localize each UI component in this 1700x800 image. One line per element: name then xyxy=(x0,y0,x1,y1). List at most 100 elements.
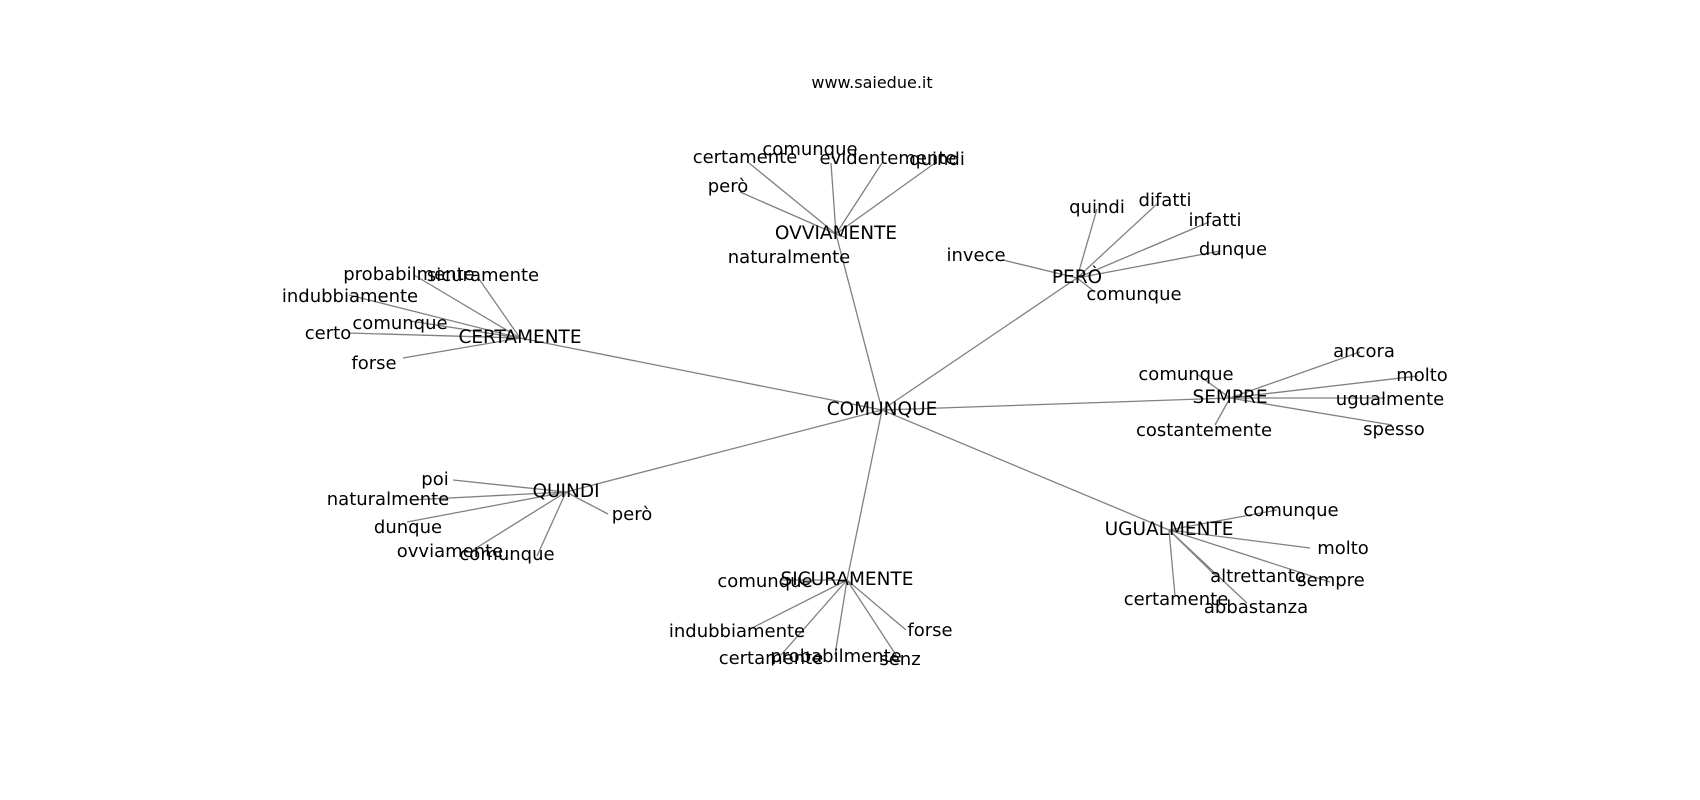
edge-root-hub xyxy=(565,409,883,493)
page-title: www.saiedue.it xyxy=(811,73,932,92)
edge-hub-leaf xyxy=(565,491,609,515)
leaf-node-label: però xyxy=(708,176,749,197)
leaf-node-label: indubbiamente xyxy=(669,621,805,642)
edge-root-hub xyxy=(881,397,1231,411)
leaf-node-label: forse xyxy=(907,620,952,641)
edge-hub-leaf xyxy=(409,320,521,339)
leaf-node-label: molto xyxy=(1396,365,1448,386)
leaf-node-label: sicuramente xyxy=(427,265,539,286)
edge-hub-leaf xyxy=(536,491,567,557)
edge-hub-leaf xyxy=(835,162,883,235)
leaf-node-label: infatti xyxy=(1189,210,1242,231)
edges-layer xyxy=(348,162,1419,656)
edge-hub-leaf xyxy=(1168,529,1311,549)
edge-hub-leaf xyxy=(835,233,848,239)
edge-hub-leaf xyxy=(472,491,567,551)
leaf-node-label: indubbiamente xyxy=(282,286,418,307)
leaf-node-label: ancora xyxy=(1333,341,1395,362)
leaf-node-label: senz xyxy=(879,649,920,670)
hub-node-label: SEMPRE xyxy=(1192,387,1267,408)
leaf-node-label: però xyxy=(612,504,653,525)
leaf-node-label: altrettanto xyxy=(1210,566,1306,587)
leaf-node-label: quindi xyxy=(1069,197,1125,218)
edge-hub-leaf xyxy=(413,274,521,339)
edge-hub-leaf xyxy=(1002,259,1078,279)
edge-hub-leaf xyxy=(739,191,837,235)
edge-hub-leaf xyxy=(1168,509,1278,531)
edge-hub-leaf xyxy=(406,491,567,523)
edge-hub-leaf xyxy=(846,579,907,631)
leaf-node-label: invece xyxy=(946,245,1005,266)
edge-hub-leaf xyxy=(747,579,848,631)
leaf-node-label: dunque xyxy=(374,517,442,538)
leaf-node-label: comunque xyxy=(717,571,812,592)
edge-hub-leaf xyxy=(348,294,521,339)
leaf-node-label: comunque xyxy=(1138,364,1233,385)
leaf-node-label: dunque xyxy=(1199,239,1267,260)
hub-node-label: SICURAMENTE xyxy=(781,569,914,590)
leaf-node-label: comunque xyxy=(1086,284,1181,305)
edge-root-hub xyxy=(519,337,883,411)
edge-hub-leaf xyxy=(478,278,521,339)
edge-hub-leaf xyxy=(402,337,521,359)
edge-hub-leaf xyxy=(1076,208,1098,279)
edge-hub-leaf xyxy=(846,579,897,656)
leaf-node-label: poi xyxy=(421,469,448,490)
leaf-node-label: naturalmente xyxy=(327,489,449,510)
leaf-node-label: naturalmente xyxy=(728,247,850,268)
hub-node-label: QUINDI xyxy=(532,481,599,502)
edge-hub-leaf xyxy=(1076,277,1096,293)
labels-layer: www.saiedue.it COMUNQUE OVVIAMENTE comunqu… xyxy=(282,73,1448,670)
leaf-node-label: comunque xyxy=(352,313,447,334)
edge-hub-leaf xyxy=(1196,373,1231,399)
leaf-node-label: ovviamente xyxy=(397,541,504,562)
edge-hub-leaf xyxy=(409,491,567,501)
edge-hub-leaf xyxy=(1214,397,1231,426)
leaf-node-label: difatti xyxy=(1139,190,1192,211)
leaf-node-label: certamente xyxy=(693,147,798,168)
leaf-node-label: forse xyxy=(351,353,396,374)
leaf-node-label: sempre xyxy=(1297,570,1365,591)
leaf-node-label: certo xyxy=(305,323,351,344)
leaf-node-label: spesso xyxy=(1363,419,1425,440)
edge-hub-leaf xyxy=(835,162,936,235)
leaf-node-label: ugualmente xyxy=(1336,389,1444,410)
edge-hub-leaf xyxy=(1076,202,1159,279)
edge-hub-leaf xyxy=(830,162,837,235)
edge-hub-leaf xyxy=(1076,221,1210,279)
leaf-node-label: molto xyxy=(1317,538,1369,559)
hub-node-label: UGUALMENTE xyxy=(1105,519,1234,540)
hub-node-label: CERTAMENTE xyxy=(458,327,581,348)
leaf-node-label: comunque xyxy=(762,139,857,160)
leaf-node-label: certamente xyxy=(1124,589,1229,610)
leaf-node-label: comunque xyxy=(459,544,554,565)
leaf-node-label: evidentemente xyxy=(820,148,957,169)
root-node-label: COMUNQUE xyxy=(827,399,938,420)
leaf-node-label: certamente xyxy=(719,648,824,669)
leaf-node-label: costantemente xyxy=(1136,420,1272,441)
edge-hub-leaf xyxy=(1229,397,1393,426)
edge-hub-leaf xyxy=(780,579,848,656)
hub-node-label: OVVIAMENTE xyxy=(775,223,897,244)
leaf-node-label: quindi xyxy=(909,149,965,170)
edge-hub-leaf xyxy=(1168,529,1176,597)
edge-root-hub xyxy=(846,409,883,581)
leaf-node-label: probabilmente xyxy=(343,264,474,285)
edge-hub-leaf xyxy=(1168,529,1248,604)
edge-hub-leaf xyxy=(1229,375,1419,399)
edge-hub-leaf xyxy=(348,332,521,339)
edge-root-hub xyxy=(881,409,1170,531)
hub-node-label: PERÒ xyxy=(1052,266,1102,288)
leaf-node-label: comunque xyxy=(1243,500,1338,521)
edge-hub-leaf xyxy=(834,579,848,656)
edge-hub-leaf xyxy=(748,162,837,235)
edge-hub-leaf xyxy=(1076,250,1221,279)
leaf-node-label: abbastanza xyxy=(1204,597,1308,618)
edge-root-hub xyxy=(881,277,1078,411)
edge-hub-leaf xyxy=(1229,351,1361,399)
leaf-node-label: probabilmente xyxy=(770,646,901,667)
edge-hub-leaf xyxy=(1168,529,1331,583)
edge-root-hub xyxy=(835,233,883,411)
edge-hub-leaf xyxy=(452,479,567,493)
